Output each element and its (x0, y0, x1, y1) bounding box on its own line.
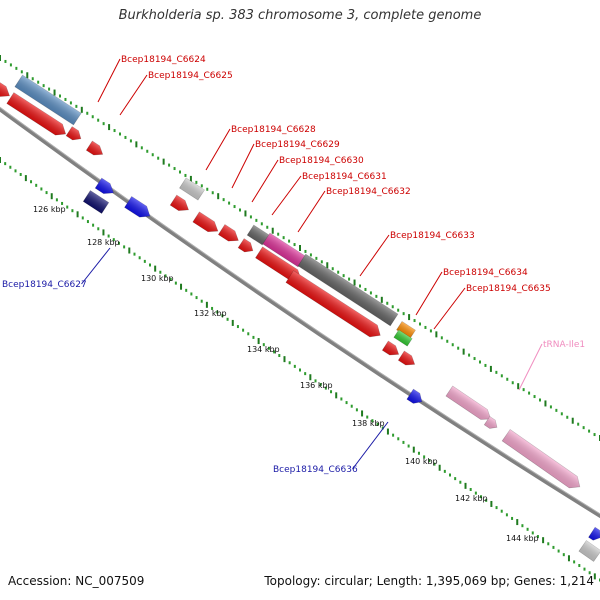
tick-label: 132 kbp (194, 309, 227, 318)
feature-cds-reverse[interactable] (124, 196, 154, 221)
feature-cds-reverse[interactable] (94, 177, 117, 198)
feature-cds[interactable] (0, 80, 13, 101)
tick-label: 144 kbp (506, 534, 539, 543)
gene-label-leader (81, 247, 111, 285)
genome-backbone (0, 106, 600, 519)
gene-label-leader (433, 287, 466, 330)
tick-label: 134 kbp (247, 345, 280, 354)
feature-misc[interactable] (393, 329, 413, 347)
genome-backbone-highlight (0, 106, 600, 515)
gene-label-leader (231, 143, 255, 189)
feature-cds-reverse[interactable] (82, 190, 110, 214)
tick-label: 136 kbp (300, 381, 333, 390)
gene-label[interactable]: Bcep18194_C6630 (279, 156, 364, 166)
gene-label-leader (271, 175, 302, 216)
feature-cds-reverse[interactable] (588, 526, 600, 543)
feature-rna[interactable] (445, 385, 494, 424)
gene-label[interactable]: Bcep18194_C6636 (273, 465, 358, 475)
gene-label-leader (297, 190, 326, 233)
gene-label-layer: Bcep18194_C6624Bcep18194_C6625Bcep18194_… (2, 55, 585, 475)
tick-label: 126 kbp (33, 205, 66, 214)
tick-label: 140 kbp (405, 457, 438, 466)
accession-text: Accession: NC_007509 (8, 574, 145, 588)
feature-rna[interactable] (501, 429, 584, 492)
gene-label-leader (518, 343, 543, 391)
feature-misc[interactable] (297, 253, 399, 327)
feature-cds[interactable] (192, 211, 221, 236)
feature-rna[interactable] (483, 416, 500, 431)
gene-label[interactable]: tRNA-Ile1 (543, 340, 585, 350)
topology-summary: Topology: circular; Length: 1,395,069 bp… (264, 574, 594, 588)
map-title: Burkholderia sp. 383 chromosome 3, compl… (118, 8, 482, 23)
feature-cds[interactable] (169, 194, 192, 215)
gene-label[interactable]: Bcep18194_C6634 (443, 268, 528, 278)
tick-label: 138 kbp (352, 419, 385, 428)
feature-misc[interactable] (179, 177, 205, 201)
inner-tick-row (0, 157, 600, 582)
feature-cds[interactable] (237, 238, 256, 256)
gene-label-leader (359, 234, 390, 277)
feature-track (0, 74, 600, 562)
feature-cds[interactable] (6, 92, 69, 140)
gene-label[interactable]: Bcep18194_C6631 (302, 172, 387, 182)
feature-cds[interactable] (85, 140, 105, 159)
gene-label[interactable]: Bcep18194_C6624 (121, 55, 206, 65)
feature-cds[interactable] (65, 126, 84, 144)
tick-label: 142 kbp (455, 494, 488, 503)
gene-label-leader (97, 58, 121, 103)
gene-label-leader (352, 421, 389, 470)
gene-label[interactable]: Bcep18194_C6632 (326, 187, 411, 197)
gene-label-leader (205, 128, 231, 171)
feature-misc[interactable] (578, 540, 600, 562)
feature-cds-reverse[interactable] (406, 388, 425, 407)
feature-cds[interactable] (285, 270, 384, 342)
feature-cds[interactable] (217, 224, 241, 246)
tick-label-layer: 126 kbp 128 kbp 130 kbp 132 kbp 134 kbp 136 k… (33, 205, 539, 543)
tick-label: 130 kbp (141, 274, 174, 283)
gene-label[interactable]: Bcep18194_C6625 (148, 71, 233, 81)
gene-label-leader (415, 271, 443, 316)
feature-cds[interactable] (381, 340, 401, 359)
feature-misc[interactable] (14, 74, 82, 126)
feature-misc[interactable] (396, 321, 416, 339)
gene-label[interactable]: Bcep18194_C6635 (466, 284, 551, 294)
gene-label-leader (251, 159, 279, 203)
outer-tick-row (0, 55, 600, 441)
tick-label: 128 kbp (87, 238, 120, 247)
gene-label[interactable]: Bcep18194_C6627 (2, 280, 87, 290)
gene-label[interactable]: Bcep18194_C6628 (231, 125, 316, 135)
gene-label[interactable]: Bcep18194_C6633 (390, 231, 475, 241)
gene-label-leader (119, 74, 148, 116)
gene-label[interactable]: Bcep18194_C6629 (255, 140, 340, 150)
feature-cds[interactable] (397, 350, 417, 369)
